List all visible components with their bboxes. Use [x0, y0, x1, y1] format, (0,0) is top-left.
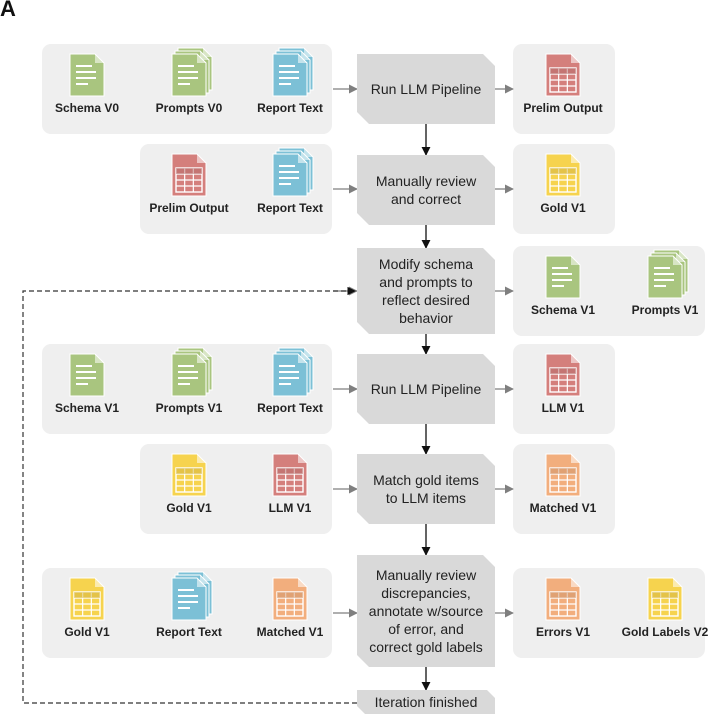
process-step-text: reflect desired [382, 292, 470, 308]
table-icon [272, 577, 308, 621]
document-stack-icon [171, 47, 213, 97]
process-step: Manually review discrepancies, annotate w/… [357, 555, 495, 667]
process-step-text: Modify schema [379, 256, 473, 272]
document-item: Prompts V1 [632, 249, 699, 317]
table-icon [272, 453, 308, 497]
document-item: Prelim Output [523, 53, 603, 115]
document-label: Errors V1 [536, 625, 590, 639]
process-step-text: Manually review [376, 567, 477, 583]
document-item: Gold V1 [540, 153, 586, 215]
feedback-loop-arrow [22, 286, 357, 704]
document-label: Gold Labels V2 [622, 625, 709, 639]
table-icon [545, 353, 581, 397]
document-label: Prompts V1 [156, 401, 223, 415]
document-label: Report Text [257, 201, 323, 215]
process-step: Run LLM Pipeline [357, 54, 495, 124]
document-label: Gold V1 [166, 501, 212, 515]
document-item: Matched V1 [257, 577, 324, 639]
document-item: Prompts V1 [156, 347, 223, 415]
document-item: Prompts V0 [156, 47, 223, 115]
process-step: Iteration finished [357, 690, 495, 714]
document-icon [545, 255, 581, 299]
document-item: Gold V1 [166, 453, 212, 515]
table-icon [545, 577, 581, 621]
document-label: Prelim Output [523, 101, 602, 115]
document-label: Matched V1 [530, 501, 597, 515]
document-label: Schema V1 [531, 303, 595, 317]
document-label: Report Text [156, 625, 222, 639]
document-item: Report Text [257, 147, 323, 215]
document-item: Matched V1 [530, 453, 597, 515]
table-icon [545, 53, 581, 97]
process-step-text: correct gold labels [369, 639, 483, 655]
document-icon [69, 353, 105, 397]
table-icon [647, 577, 683, 621]
document-stack-icon [171, 571, 213, 621]
process-step-box [357, 354, 495, 424]
process-step-text: and prompts to [379, 274, 473, 290]
document-item: Report Text [257, 347, 323, 415]
process-step-text: and correct [391, 191, 461, 207]
document-item: Prelim Output [149, 153, 229, 215]
process-step-text: Manually review [376, 173, 477, 189]
document-label: Schema V0 [55, 101, 119, 115]
process-step: Manually review and correct [357, 155, 495, 225]
document-stack-icon [272, 347, 314, 397]
table-icon [545, 453, 581, 497]
process-step-text: Match gold items [373, 472, 479, 488]
process-step-text: annotate w/source [369, 603, 484, 619]
document-item: Errors V1 [536, 577, 590, 639]
document-label: Report Text [257, 101, 323, 115]
table-icon [171, 453, 207, 497]
document-item: Schema V0 [55, 53, 119, 115]
document-item: Gold V1 [64, 577, 110, 639]
document-stack-icon [272, 147, 314, 197]
document-label: Report Text [257, 401, 323, 415]
document-item: Schema V1 [55, 353, 119, 415]
process-step-box [357, 155, 495, 225]
table-icon [545, 153, 581, 197]
process-step-text: Iteration finished [375, 694, 478, 710]
process-step: Run LLM Pipeline [357, 354, 495, 424]
process-step-box [357, 555, 495, 667]
process-step: Match gold items to LLM items [357, 454, 495, 524]
process-step-text: behavior [399, 310, 453, 326]
process-step-text: Run LLM Pipeline [371, 81, 482, 97]
document-stack-icon [647, 249, 689, 299]
process-step-text: of error, and [388, 621, 464, 637]
process-step-text: Run LLM Pipeline [371, 381, 482, 397]
document-label: Prompts V0 [156, 101, 223, 115]
document-label: LLM V1 [269, 501, 312, 515]
document-label: Gold V1 [64, 625, 110, 639]
process-step-box [357, 454, 495, 524]
document-icon [69, 53, 105, 97]
document-item: Schema V1 [531, 255, 595, 317]
table-icon [171, 153, 207, 197]
document-item: Report Text [257, 47, 323, 115]
document-label: Schema V1 [55, 401, 119, 415]
process-step-box [357, 248, 495, 334]
document-item: LLM V1 [542, 353, 585, 415]
document-stack-icon [272, 47, 314, 97]
document-item: Report Text [156, 571, 222, 639]
panel-label: A [0, 0, 16, 21]
process-step: Modify schema and prompts to reflect desir… [357, 248, 495, 334]
document-label: Matched V1 [257, 625, 324, 639]
table-icon [69, 577, 105, 621]
document-item: LLM V1 [269, 453, 312, 515]
process-step-box [357, 690, 495, 714]
process-step-text: discrepancies, [381, 585, 471, 601]
document-item: Gold Labels V2 [622, 577, 709, 639]
document-label: Prompts V1 [632, 303, 699, 317]
document-label: Prelim Output [149, 201, 228, 215]
process-step-text: to LLM items [386, 490, 466, 506]
document-label: LLM V1 [542, 401, 585, 415]
document-label: Gold V1 [540, 201, 586, 215]
document-stack-icon [171, 347, 213, 397]
process-step-box [357, 54, 495, 124]
